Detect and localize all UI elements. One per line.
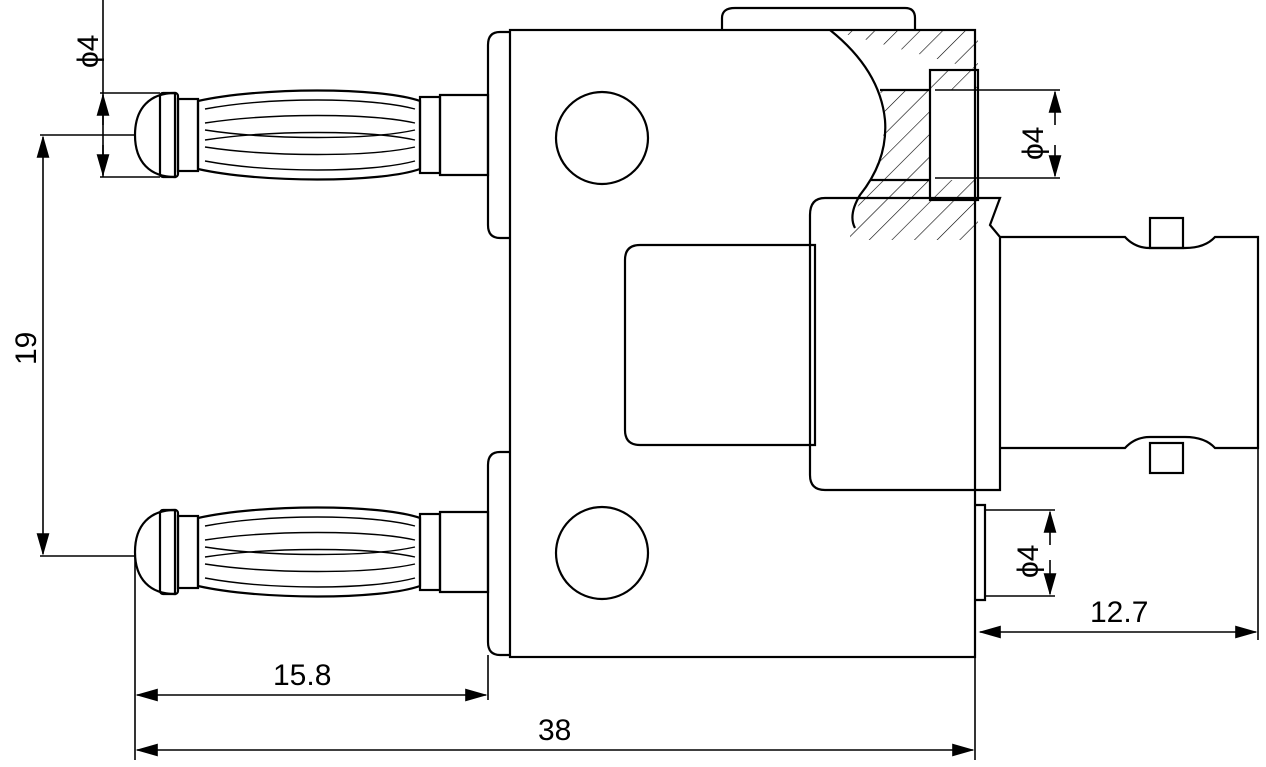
bnc-length-label: 12.7 [1090, 596, 1148, 629]
connector-body [486, 6, 1260, 659]
dimension-lines [36, 0, 1259, 760]
top-plug-diameter-label: ϕ4 [72, 35, 105, 69]
top-banana-plug [133, 89, 490, 181]
bottom-banana-plug [133, 506, 490, 598]
plug-length-label: 15.8 [273, 659, 331, 692]
bottom-pin-diameter-label: ϕ4 [1012, 545, 1045, 579]
hole-diameter-label: ϕ4 [1017, 127, 1050, 161]
plug-spacing-label: 19 [10, 332, 43, 365]
dimension-labels: ϕ4 19 15.8 38 12.7 ϕ4 ϕ4 [10, 35, 1148, 748]
total-length-label: 38 [538, 714, 571, 747]
